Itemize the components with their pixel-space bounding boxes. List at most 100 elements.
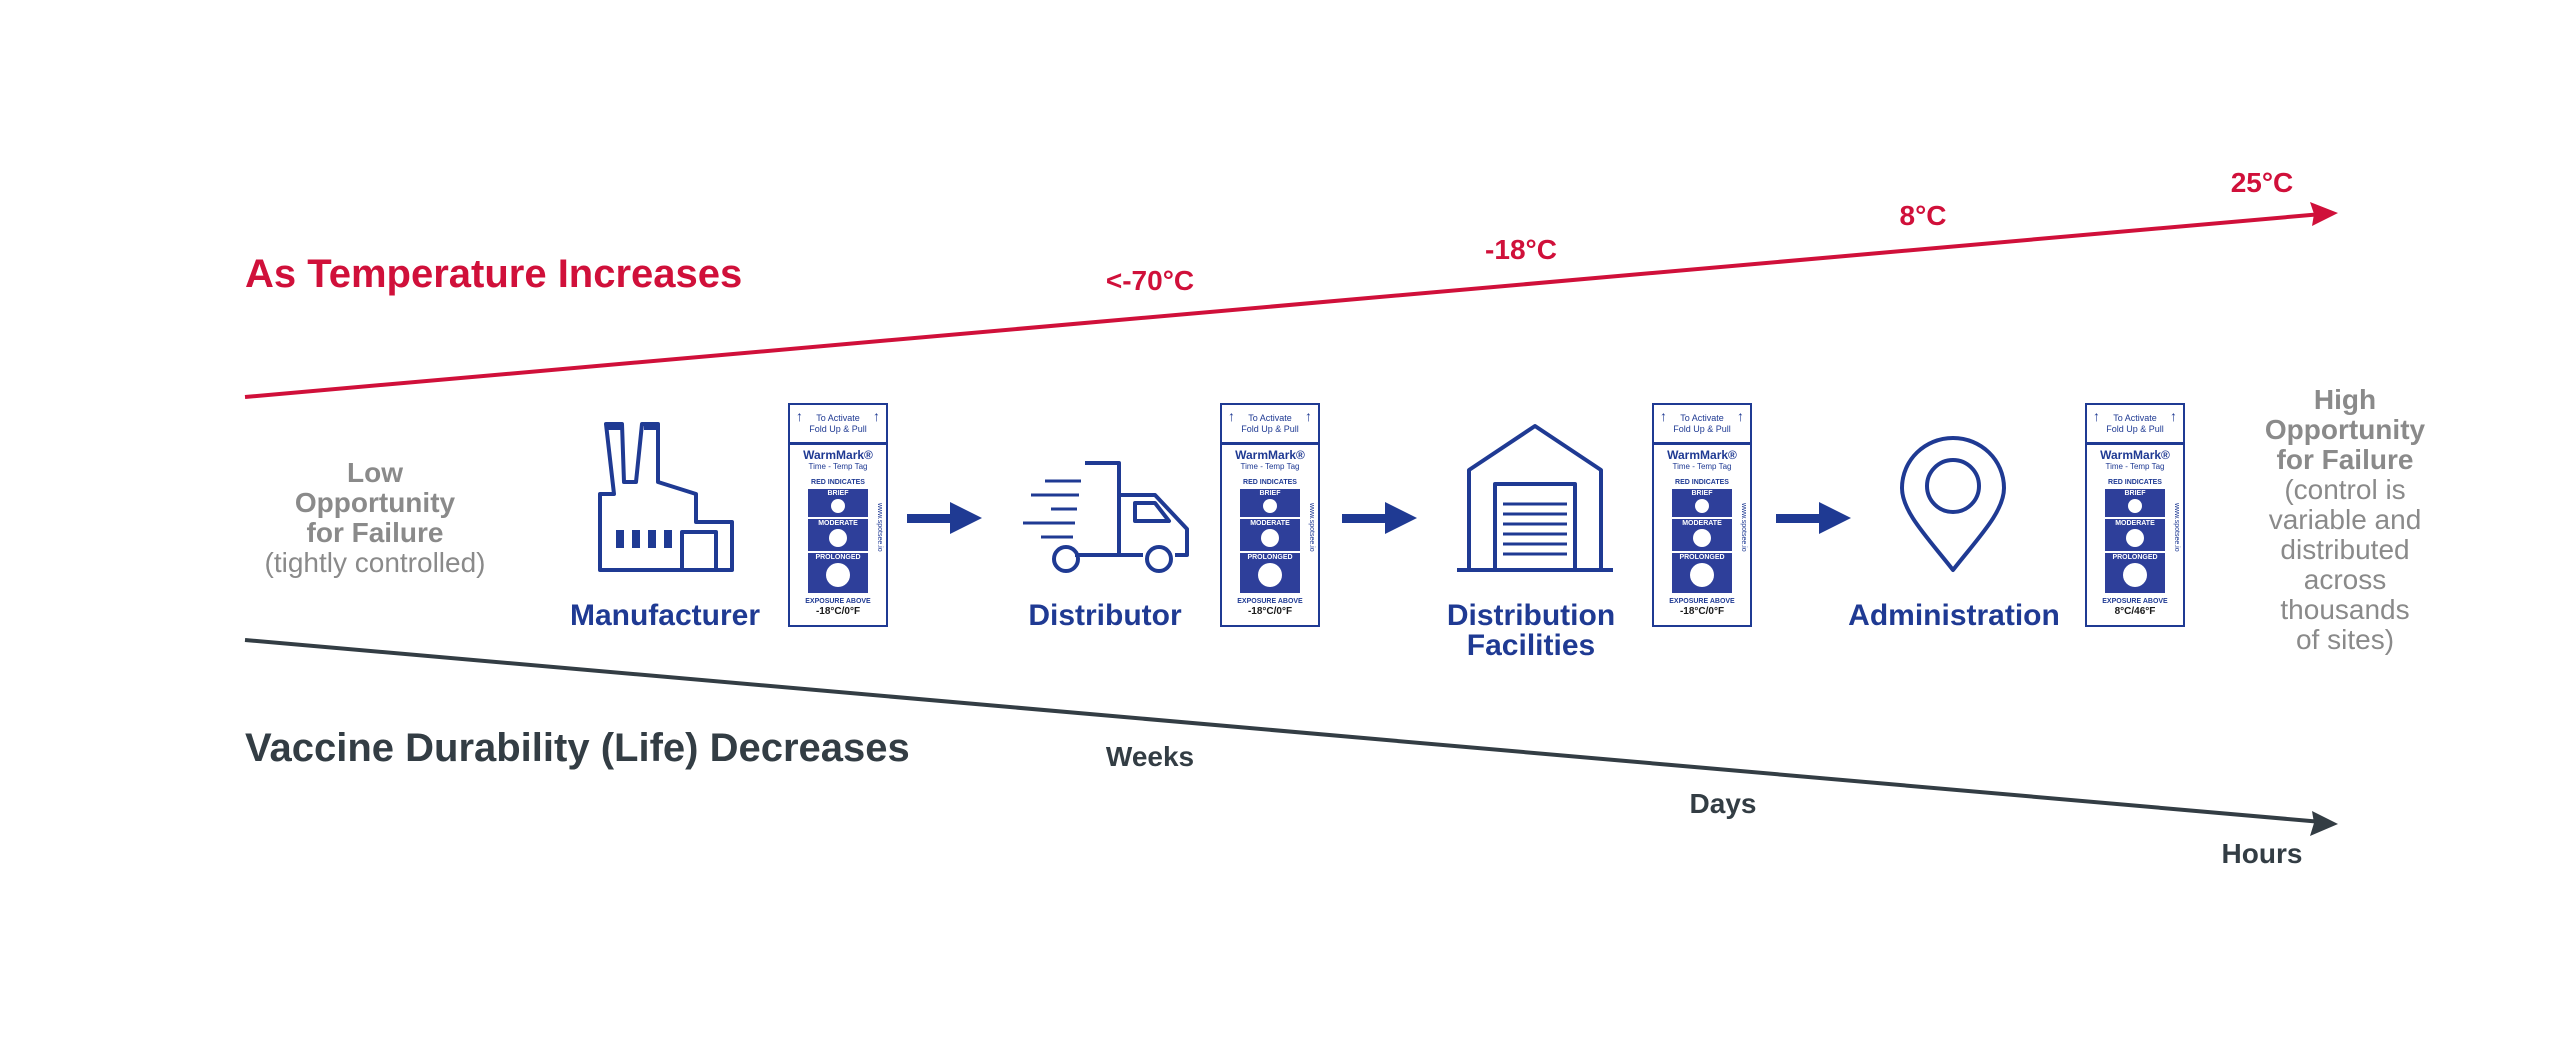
up-arrow-icon: ↑ xyxy=(873,408,880,424)
high-line: distributed xyxy=(2280,534,2410,565)
tag-exposure-label: EXPOSURE ABOVE xyxy=(805,598,871,605)
temp-label: 25°C xyxy=(2230,167,2294,198)
tag-activate-line: Fold Up & Pull xyxy=(1673,424,1731,434)
low-failure-note: Low Opportunity for Failure (tightly con… xyxy=(230,458,520,578)
temp-label: <-70°C xyxy=(1105,265,1195,296)
high-line: across xyxy=(2303,564,2387,595)
durability-arrowhead xyxy=(2310,811,2338,836)
tag-red-indicates: RED INDICATES xyxy=(1675,479,1729,486)
tag-subtitle: Time - Temp Tag xyxy=(2105,462,2165,471)
tag-window-label: MODERATE xyxy=(1250,520,1290,527)
tag-window-label: PROLONGED xyxy=(1679,554,1725,561)
indicator-dot-icon xyxy=(1693,529,1711,547)
tag-activate-line: To Activate xyxy=(1248,413,1292,423)
tag-red-indicates: RED INDICATES xyxy=(1243,479,1297,486)
temp-label: -18°C xyxy=(1485,234,1557,265)
up-arrow-icon: ↑ xyxy=(1305,408,1312,424)
tag-brand: WarmMark® xyxy=(1235,448,1305,462)
indicator-dot-icon xyxy=(826,563,850,587)
tag-red-indicates: RED INDICATES xyxy=(2108,479,2162,486)
tag-threshold-value: -18°C/0°F xyxy=(815,606,861,617)
tag-window-label: PROLONGED xyxy=(1247,554,1293,561)
tag-exposure-label: EXPOSURE ABOVE xyxy=(1669,598,1735,605)
warmmark-tag: ↑ ↑ To Activate Fold Up & Pull WarmMark®… xyxy=(1220,403,1320,627)
tag-window-moderate: MODERATE xyxy=(808,519,868,551)
high-failure-note: High Opportunity for Failure (control is… xyxy=(2225,385,2465,655)
warmmark-tag: ↑ ↑ To Activate Fold Up & Pull WarmMark®… xyxy=(2085,403,2185,627)
stage-label-line: Distribution xyxy=(1446,599,1616,632)
tag-threshold-value: 8°C/46°F xyxy=(2114,606,2156,617)
temperature-line xyxy=(244,212,2323,399)
high-line: High xyxy=(2313,384,2377,415)
tag-window-label: MODERATE xyxy=(818,520,858,527)
tag-activate-line: To Activate xyxy=(816,413,860,423)
high-line: variable and xyxy=(2268,504,2422,535)
indicator-dot-icon xyxy=(2126,529,2144,547)
tag-window-label: BRIEF xyxy=(827,490,849,497)
process-arrows xyxy=(907,502,1851,534)
high-line: for Failure xyxy=(2276,444,2414,475)
warehouse-icon xyxy=(1457,424,1613,572)
map-pin-icon xyxy=(1900,436,2006,572)
high-line: of sites) xyxy=(2295,624,2395,655)
tag-window-brief: BRIEF xyxy=(1240,489,1300,517)
tag-website: www.spotsee.io xyxy=(876,503,883,552)
tag-activate-line: To Activate xyxy=(1680,413,1724,423)
tag-subtitle: Time - Temp Tag xyxy=(808,462,868,471)
low-line: for Failure xyxy=(306,517,444,548)
indicator-dot-icon xyxy=(1695,499,1709,513)
tag-window-moderate: MODERATE xyxy=(1672,519,1732,551)
low-line: Opportunity xyxy=(294,487,456,518)
tag-activate-line: Fold Up & Pull xyxy=(2106,424,2164,434)
low-line: Low xyxy=(347,457,403,488)
tag-window-prolonged: PROLONGED xyxy=(1672,553,1732,593)
tag-window-prolonged: PROLONGED xyxy=(1240,553,1300,593)
indicator-dot-icon xyxy=(2123,563,2147,587)
time-label: Hours xyxy=(2221,838,2303,869)
tag-window-moderate: MODERATE xyxy=(1240,519,1300,551)
tag-website: www.spotsee.io xyxy=(1308,503,1315,552)
tag-subtitle: Time - Temp Tag xyxy=(1672,462,1732,471)
tag-brand: WarmMark® xyxy=(2100,448,2170,462)
tag-threshold-value: -18°C/0°F xyxy=(1679,606,1725,617)
up-arrow-icon: ↑ xyxy=(1228,408,1235,424)
tag-activate-line: Fold Up & Pull xyxy=(809,424,867,434)
tag-brand: WarmMark® xyxy=(803,448,873,462)
tag-activate-strip: ↑ ↑ To Activate Fold Up & Pull xyxy=(2087,405,2183,445)
high-line: thousands xyxy=(2280,594,2410,625)
high-line: Opportunity xyxy=(2264,414,2426,445)
tag-window-label: PROLONGED xyxy=(815,554,861,561)
tag-window-label: PROLONGED xyxy=(2112,554,2158,561)
low-line: (tightly controlled) xyxy=(264,547,486,578)
temp-label: 8°C xyxy=(1899,200,1947,231)
tag-threshold-value: -18°C/0°F xyxy=(1247,606,1293,617)
durability-line xyxy=(244,638,2323,824)
stage-label-distribution-facilities: Distribution Facilities xyxy=(1447,601,1615,661)
indicator-dot-icon xyxy=(831,499,845,513)
tag-activate-line: Fold Up & Pull xyxy=(1241,424,1299,434)
stage-label-distributor: Distributor xyxy=(1028,599,1182,632)
up-arrow-icon: ↑ xyxy=(1660,408,1667,424)
indicator-dot-icon xyxy=(1261,529,1279,547)
factory-icon xyxy=(598,422,734,572)
tag-window-brief: BRIEF xyxy=(2105,489,2165,517)
tag-brand: WarmMark® xyxy=(1667,448,1737,462)
tag-exposure-label: EXPOSURE ABOVE xyxy=(1237,598,1303,605)
tag-window-prolonged: PROLONGED xyxy=(808,553,868,593)
tag-website: www.spotsee.io xyxy=(1740,503,1747,552)
tag-red-indicates: RED INDICATES xyxy=(811,479,865,486)
up-arrow-icon: ↑ xyxy=(1737,408,1744,424)
warmmark-tag: ↑ ↑ To Activate Fold Up & Pull WarmMark®… xyxy=(1652,403,1752,627)
stage-label-line: Facilities xyxy=(1466,629,1596,662)
indicator-dot-icon xyxy=(829,529,847,547)
tag-window-brief: BRIEF xyxy=(808,489,868,517)
tag-activate-strip: ↑ ↑ To Activate Fold Up & Pull xyxy=(1222,405,1318,445)
tag-activate-strip: ↑ ↑ To Activate Fold Up & Pull xyxy=(790,405,886,445)
indicator-dot-icon xyxy=(1690,563,1714,587)
indicator-dot-icon xyxy=(2128,499,2142,513)
tag-website: www.spotsee.io xyxy=(2173,503,2180,552)
stage-label-manufacturer: Manufacturer xyxy=(569,599,761,632)
indicator-dot-icon xyxy=(1258,563,1282,587)
temperature-arrowhead xyxy=(2310,202,2338,226)
